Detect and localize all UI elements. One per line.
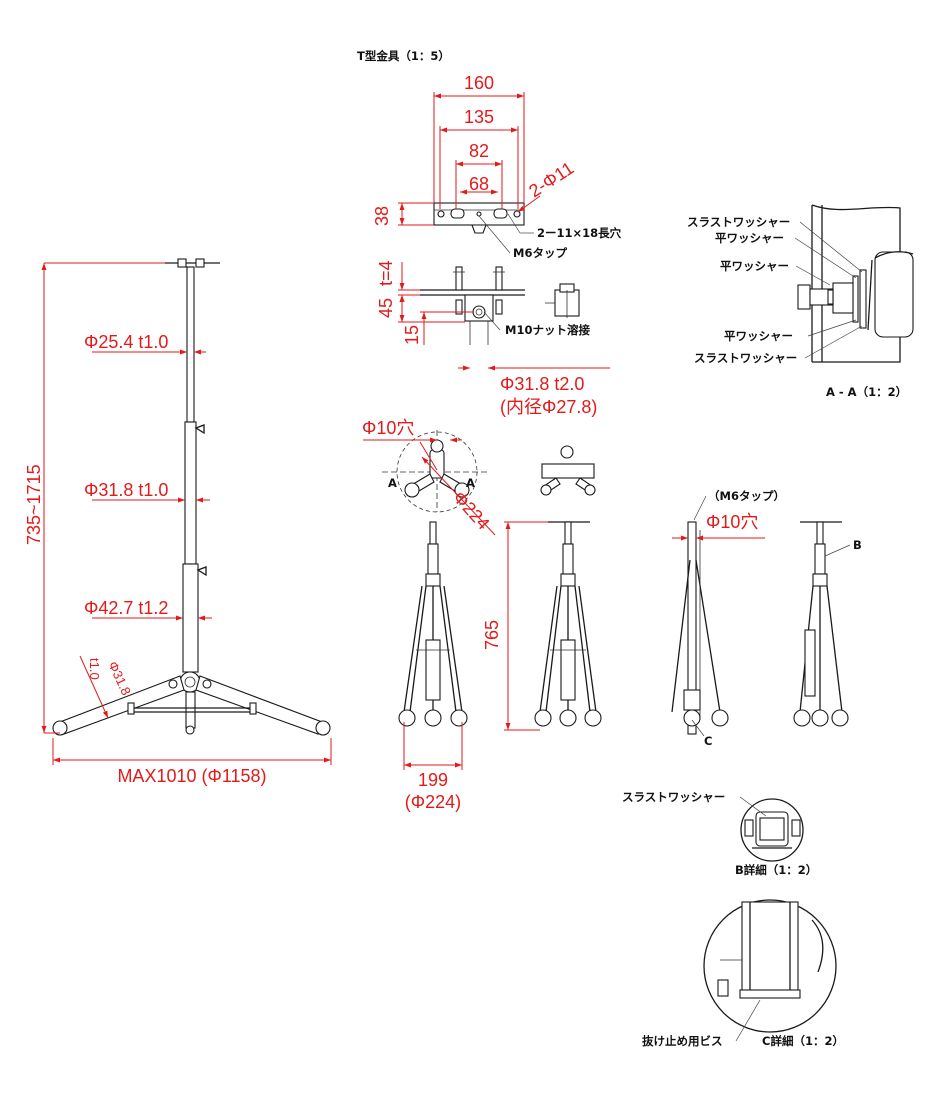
holes-label: 2-Φ11 (525, 158, 577, 201)
pipe-bracket-inner-label: (内径Φ27.8) (500, 397, 597, 417)
pipe-mid-label: Φ31.8 t1.0 (84, 480, 168, 500)
mark-a-left: A (388, 476, 397, 490)
m10nut-label: M10ナット溶接 (505, 323, 590, 337)
detail-c-view: 抜け止め用ビス C詳細（1：2） (642, 899, 844, 1048)
section-aa-view: スラストワッシャー 平ワッシャー 平ワッシャー 平ワッシャー スラストワッシャー… (687, 204, 914, 399)
aa-flat-washer-top1: 平ワッシャー (715, 231, 784, 245)
dim-82: 82 (469, 141, 489, 161)
folded-view-4: B (793, 521, 862, 727)
folded-height-label: 765 (482, 620, 502, 650)
section-aa-title: A - A（1：2） (826, 385, 907, 399)
leg-pipe-t-label: t1.0 (87, 658, 102, 680)
dim-68: 68 (469, 174, 489, 194)
hole10-side-label: Φ10穴 (706, 512, 758, 532)
pipe-bracket-label: Φ31.8 t2.0 (500, 374, 584, 394)
folded-view-1: 199 (Φ224) (398, 521, 468, 812)
main-stand-view: 735~1715 Φ25.4 t1.0 Φ31.8 t1.0 Φ42.7 t1.… (24, 258, 332, 786)
height-range-label: 735~1715 (24, 464, 44, 545)
m6tap-paren-label: （M6タップ） (708, 489, 785, 503)
dim-15: 15 (402, 325, 422, 345)
aa-thrust-washer-bot: スラストワッシャー (694, 351, 797, 365)
leg-pipe-d-label: Φ31.8 (105, 659, 134, 698)
tbracket-top-view: T型金具（1：5） 160 135 82 68 2-Φ11 38 2ー11×18… (357, 49, 622, 260)
pipe-bot-label: Φ42.7 t1.2 (84, 598, 168, 618)
folded-width-label: 199 (418, 770, 448, 790)
detail-b-title: B詳細（1：2） (735, 863, 817, 877)
dim-t4: t=4 (376, 260, 396, 286)
slot-label: 2ー11×18長穴 (537, 226, 622, 240)
dim-45: 45 (376, 298, 396, 318)
mark-c: C (704, 734, 712, 748)
folded-view-3: Φ10穴 （M6タップ） C (671, 489, 785, 748)
dim-135: 135 (464, 107, 494, 127)
dim-160: 160 (464, 73, 494, 93)
aa-thrust-washer-top: スラストワッシャー (687, 215, 790, 229)
detail-c-title: C詳細（1：2） (762, 1034, 844, 1048)
stop-screw-label: 抜け止め用ビス (642, 1034, 723, 1048)
aa-flat-washer-bot: 平ワッシャー (724, 329, 793, 343)
mark-b: B (853, 538, 862, 552)
hole10-label: Φ10穴 (362, 418, 414, 438)
tbracket-title: T型金具（1：5） (357, 49, 450, 63)
span-label: MAX1010 (Φ1158) (117, 766, 266, 786)
hub-top-view: Φ10穴 Φ224 A A (362, 418, 596, 536)
dim-38: 38 (372, 206, 392, 226)
detail-b-view: スラストワッシャー B詳細（1：2） (622, 790, 817, 877)
tbracket-side-view: t=4 45 15 Φ31.8 t2.0 (内径Φ27.8) M10ナット溶接 (376, 260, 610, 417)
detail-b-thrust-washer: スラストワッシャー (622, 790, 725, 804)
folded-view-2: 765 (482, 521, 602, 731)
m6tap-label: M6タップ (513, 246, 567, 260)
folded-width-d-label: (Φ224) (405, 792, 461, 812)
mark-a-right: A (466, 476, 475, 490)
pipe-top-label: Φ25.4 t1.0 (84, 332, 168, 352)
aa-flat-washer-top2: 平ワッシャー (720, 259, 789, 273)
